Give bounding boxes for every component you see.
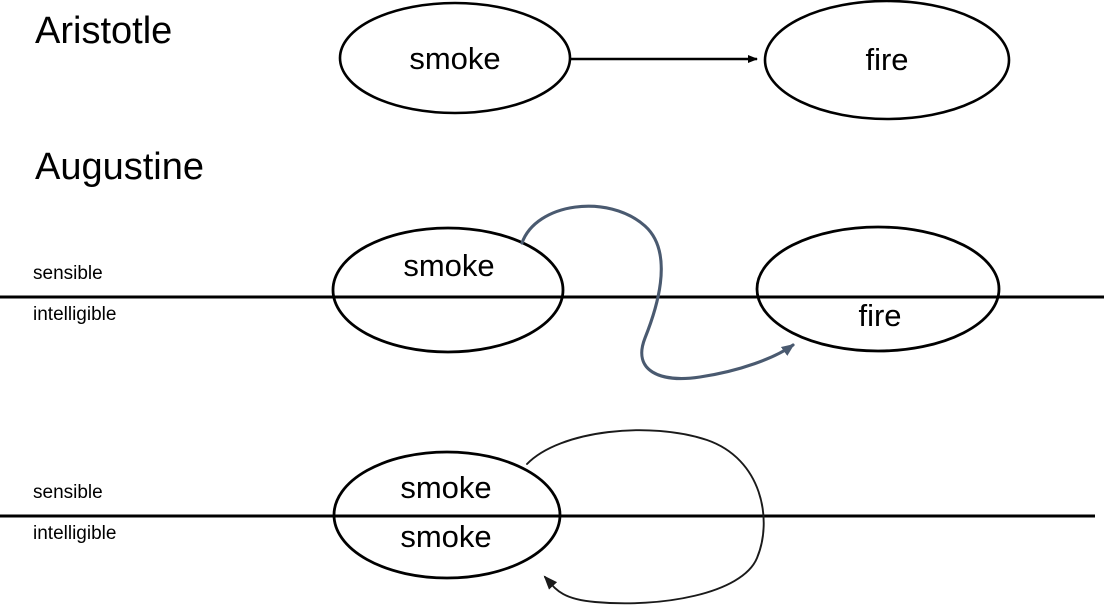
node-label-smoke-intelligible-row3: smoke (400, 519, 492, 554)
node-label-smoke-row2: smoke (403, 248, 495, 283)
tier-label-sensible-row2: sensible (33, 263, 103, 284)
tier-label-sensible-row3: sensible (33, 482, 103, 503)
ellipse-fire-row1 (763, 0, 1011, 121)
node-label-fire-row2: fire (858, 298, 902, 333)
ellipse-smoke-row3 (332, 450, 562, 580)
heading-aristotle: Aristotle (35, 10, 173, 52)
tier-label-intelligible-row3: intelligible (33, 523, 117, 544)
heading-augustine: Augustine (35, 146, 205, 188)
tier-label-intelligible-row2: intelligible (33, 304, 117, 325)
ellipse-fire-row2 (755, 225, 1001, 353)
node-label-fire-row1: fire (865, 42, 909, 77)
ellipse-smoke-row2 (331, 226, 565, 354)
node-label-smoke-row1: smoke (409, 41, 501, 76)
node-label-smoke-sensible-row3: smoke (400, 470, 492, 505)
arrow-smoke-self-loop-row3 (526, 429, 765, 605)
arrow-smoke-to-fire-scurve-row2 (520, 204, 795, 381)
